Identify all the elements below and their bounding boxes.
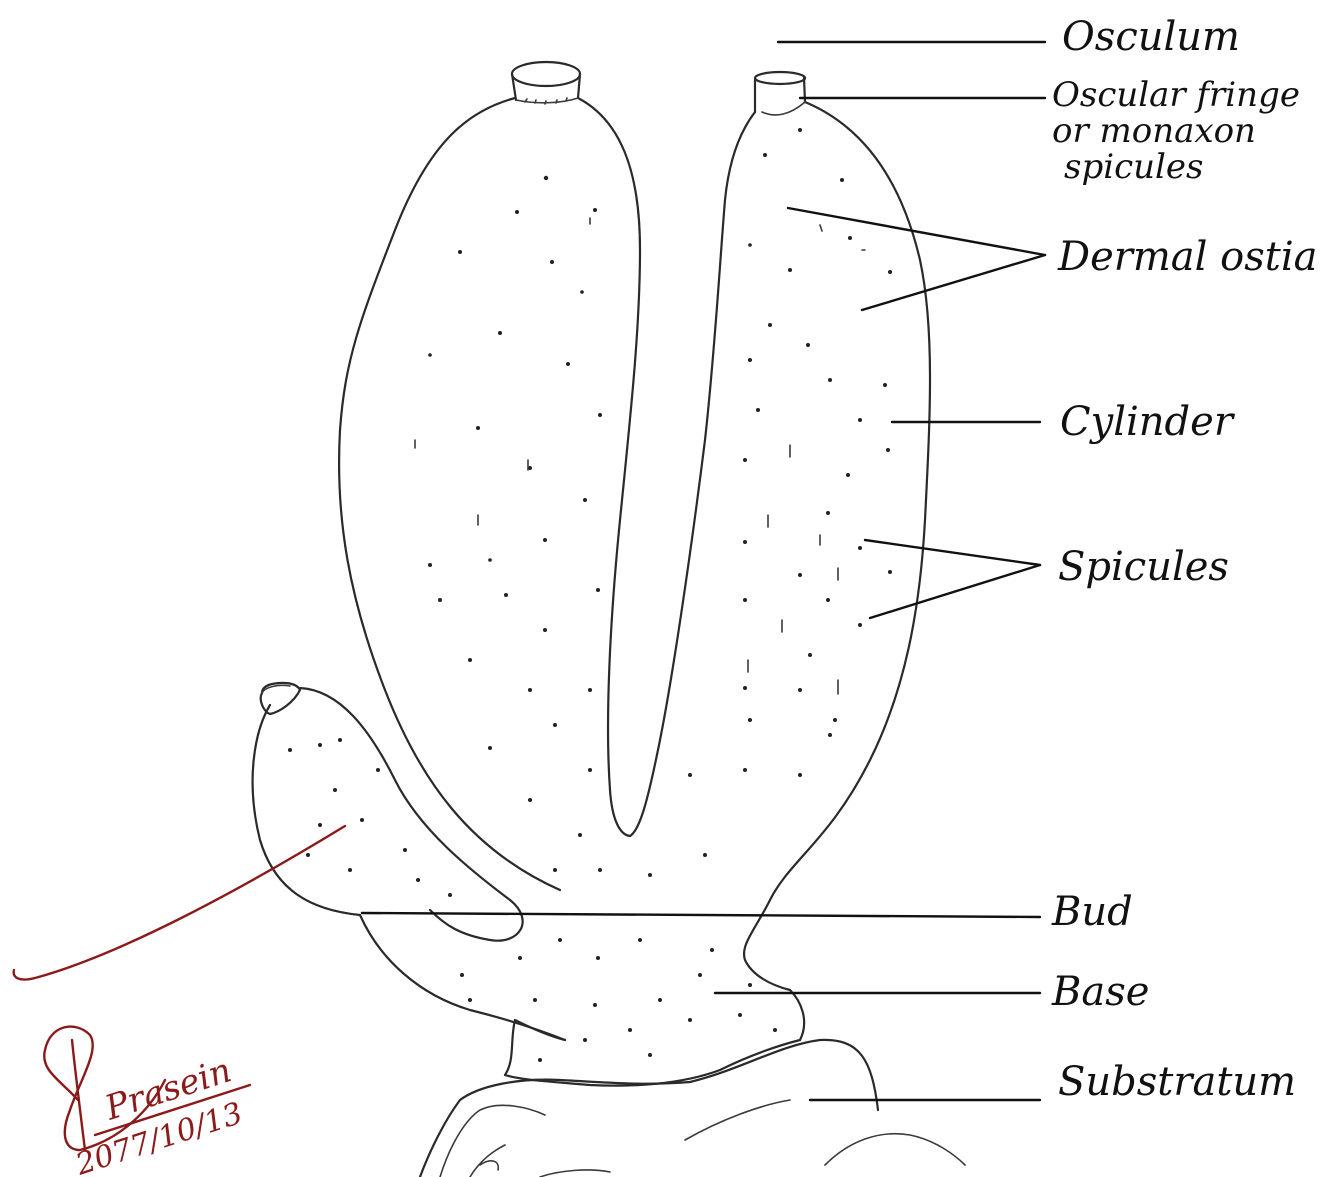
label-oscular-fringe-line1: Oscular fringe xyxy=(1052,75,1300,115)
leader-bud xyxy=(362,913,1040,917)
left-cylinder xyxy=(339,98,755,890)
label-osculum: Osculum xyxy=(1062,14,1240,60)
label-cylinder: Cylinder xyxy=(1060,399,1236,445)
leader-dermal-ostia-lower xyxy=(862,255,1045,310)
bud-body xyxy=(253,683,523,941)
substratum-rock xyxy=(420,1040,965,1177)
label-bud: Bud xyxy=(1051,889,1133,935)
labels: Osculum Oscular fringe or monaxon spicul… xyxy=(1051,14,1317,1105)
base-body xyxy=(360,915,804,1086)
right-cylinder xyxy=(744,72,930,990)
label-oscular-fringe-line2: or monaxon xyxy=(1052,111,1256,151)
label-dermal-ostia: Dermal ostia xyxy=(1057,234,1317,280)
leader-spicules-upper xyxy=(865,540,1040,565)
red-annotation-line xyxy=(14,826,345,980)
right-cylinder-pores xyxy=(688,128,892,857)
bud-pores xyxy=(288,738,452,897)
left-cylinder-pores xyxy=(415,176,652,877)
label-base: Base xyxy=(1051,969,1149,1015)
label-oscular-fringe-line3: spicules xyxy=(1064,147,1203,187)
left-osculum xyxy=(512,62,580,104)
leader-lines xyxy=(362,42,1045,1100)
label-substratum: Substratum xyxy=(1058,1059,1296,1105)
signature: Prasein 2077/10/13 xyxy=(44,1027,250,1177)
label-spicules: Spicules xyxy=(1058,544,1229,590)
leader-spicules-lower xyxy=(870,565,1040,618)
